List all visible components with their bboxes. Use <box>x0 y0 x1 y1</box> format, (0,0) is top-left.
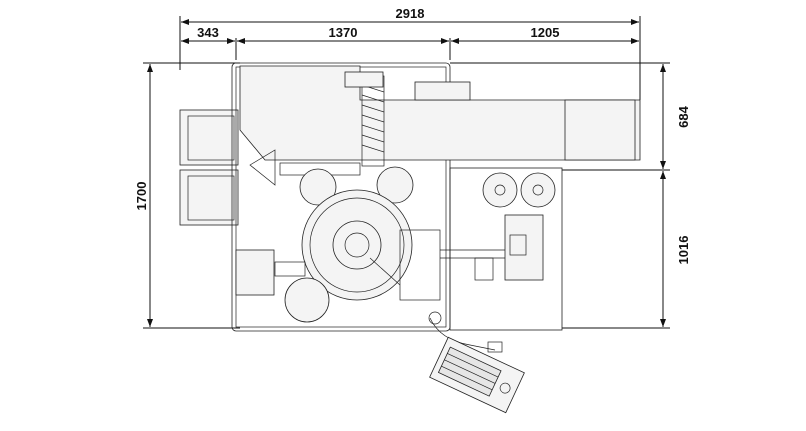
label-reel-1 <box>482 172 518 208</box>
dim-middle-section: 1370 <box>329 25 358 40</box>
starwheel-2 <box>376 166 414 204</box>
dim-left-section: 343 <box>197 25 219 40</box>
label-reel-2 <box>520 172 556 208</box>
machine-plan <box>179 62 641 414</box>
starwheel-3 <box>284 277 330 323</box>
operator-keyboard <box>429 336 525 414</box>
dim-right-section: 1205 <box>531 25 560 40</box>
right-frame <box>449 167 563 331</box>
infeed-box-lower <box>179 169 239 226</box>
dim-conveyor-depth: 684 <box>676 105 691 127</box>
dimension-lines <box>143 16 670 329</box>
labeler-unit <box>504 214 544 281</box>
dim-right-unit-depth: 1016 <box>676 236 691 265</box>
dim-overall-depth: 1700 <box>134 182 149 211</box>
starwheel-1 <box>299 168 337 206</box>
dim-overall-width: 2918 <box>396 6 425 21</box>
infeed-box-upper <box>179 109 239 166</box>
